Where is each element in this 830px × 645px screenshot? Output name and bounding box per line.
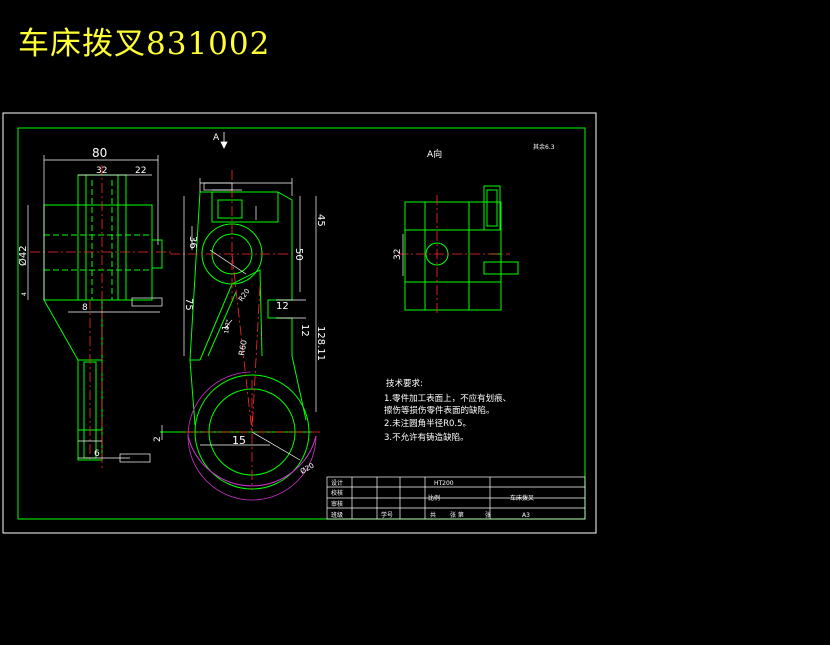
note-4: 3.不允许有铸造缺陷。 [384, 432, 469, 443]
tb-sheet-no: 张 第 [450, 511, 464, 519]
section-arrow [220, 132, 228, 149]
title-block [326, 476, 586, 520]
sheet-border [2, 112, 597, 534]
section-mark-a: A [213, 133, 220, 143]
tb-class: 班级 [331, 511, 343, 519]
dim-128: 128.11 [315, 326, 326, 361]
note-3: 2.未注圆角半径R0.5。 [384, 418, 471, 429]
tb-design: 设计 [331, 479, 343, 487]
tb-material: HT200 [434, 480, 454, 487]
tb-total: 共 [430, 511, 436, 519]
dim-32: 32 [96, 166, 107, 176]
right-view-centerlines [398, 195, 510, 316]
tb-part-name: 车床拨叉 [510, 494, 534, 502]
dim-32v: 32 [393, 249, 403, 260]
notes-heading: 技术要求: [386, 378, 423, 389]
dim-8: 8 [82, 303, 88, 313]
dim-75: 75 [183, 298, 194, 311]
dim-dia: Ø20 [299, 462, 315, 476]
page-title: 车床拨叉831002 [18, 26, 271, 62]
note-1: 1.零件加工表面上，不应有划痕、 [384, 393, 511, 404]
drawing-frame [17, 127, 586, 520]
left-view-dimensions [27, 155, 163, 463]
note-2: 擦伤等损伤零件表面的缺陷。 [384, 405, 495, 416]
dim-2: 2 [153, 436, 163, 442]
tb-review: 审核 [331, 500, 343, 508]
tb-sheet-size: A3 [522, 512, 530, 519]
dim-r20: R20 [237, 287, 251, 303]
view-label: A向 [427, 148, 442, 160]
dim-r60: R60 [237, 339, 249, 356]
scale-label: 其余6.3 [533, 143, 555, 151]
main-view-circle [187, 435, 317, 487]
tb-sheet-unit: 张 [485, 511, 491, 519]
left-view-centerlines [30, 165, 172, 470]
main-view-circle-arc [187, 371, 317, 501]
dim-4: 4 [21, 292, 28, 296]
dim-6: 6 [94, 449, 100, 459]
dim-angle: 107° [223, 319, 232, 334]
dim-42: Ø42 [17, 245, 29, 266]
tb-check: 校核 [331, 489, 343, 497]
dim-1: 1 [221, 325, 230, 330]
dim-12b: 12 [299, 324, 310, 337]
dim-12a: 12 [276, 301, 289, 312]
main-view-dimensions [161, 178, 317, 461]
tb-ratio: 比例 [428, 494, 440, 502]
dim-15: 15 [232, 434, 246, 447]
dim-45: 45 [315, 214, 326, 227]
dim-80: 80 [92, 146, 107, 160]
tb-student-id: 学号 [381, 511, 393, 519]
dim-50: 50 [293, 248, 304, 261]
dim-22: 22 [135, 166, 146, 176]
dim-36: 36 [187, 236, 198, 249]
